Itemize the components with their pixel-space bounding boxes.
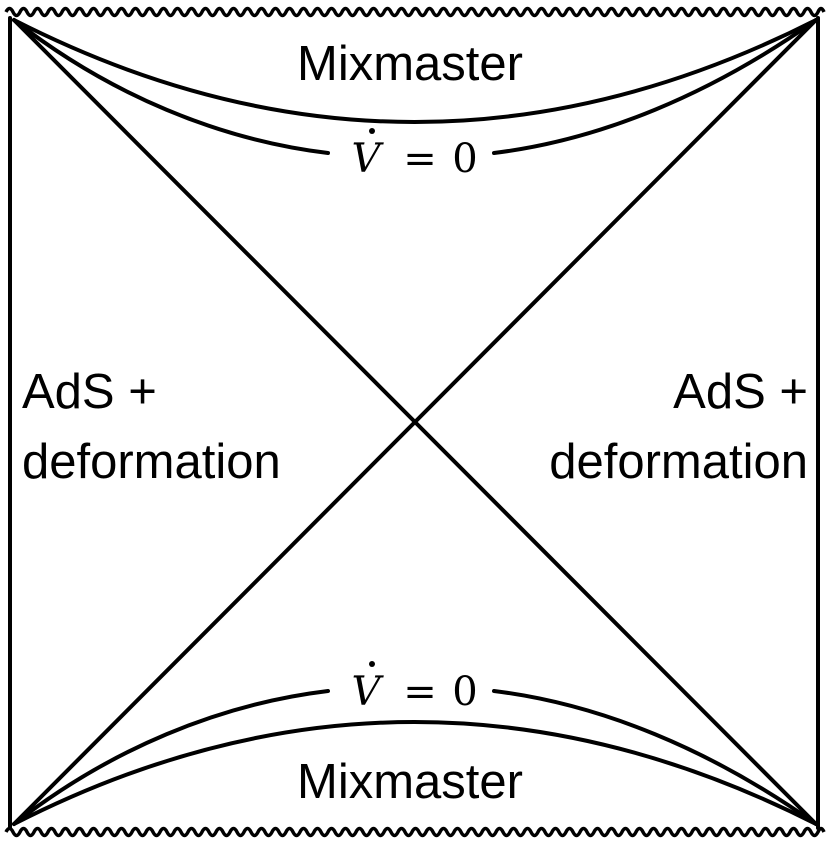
top-mixmaster-curve xyxy=(12,18,818,124)
top-vdot-curve-left xyxy=(12,18,330,155)
horizon-diagonal-2 xyxy=(12,18,818,826)
bottom-vdot-label: V = 0 xyxy=(352,661,478,715)
bottom-vdot-equals: = xyxy=(403,669,437,715)
top-mixmaster-label: Mixmaster xyxy=(297,37,523,91)
bottom-vdot-symbol: V xyxy=(352,669,385,715)
bottom-vdot-dot xyxy=(369,661,375,667)
bottom-mixmaster-curve xyxy=(12,720,818,826)
top-singularity-wavy-line xyxy=(4,6,826,18)
top-vdot-zero: 0 xyxy=(452,136,477,182)
bottom-vdot-zero: 0 xyxy=(452,669,477,715)
top-vdot-symbol: V xyxy=(352,136,385,182)
left-ads-label-line1: AdS + xyxy=(22,365,157,419)
top-vdot-label: V = 0 xyxy=(352,128,478,182)
bottom-singularity-wavy-line xyxy=(4,826,826,838)
bottom-vdot-curve-left xyxy=(12,689,330,826)
left-ads-label-line2: deformation xyxy=(22,435,281,489)
top-vdot-curve-right xyxy=(492,18,818,155)
right-ads-label-line2: deformation xyxy=(549,435,808,489)
top-vdot-dot xyxy=(369,128,375,134)
top-vdot-equals: = xyxy=(403,136,437,182)
bottom-mixmaster-label: Mixmaster xyxy=(297,755,523,809)
right-ads-label-line1: AdS + xyxy=(673,365,808,419)
bottom-vdot-curve-right xyxy=(492,689,818,826)
